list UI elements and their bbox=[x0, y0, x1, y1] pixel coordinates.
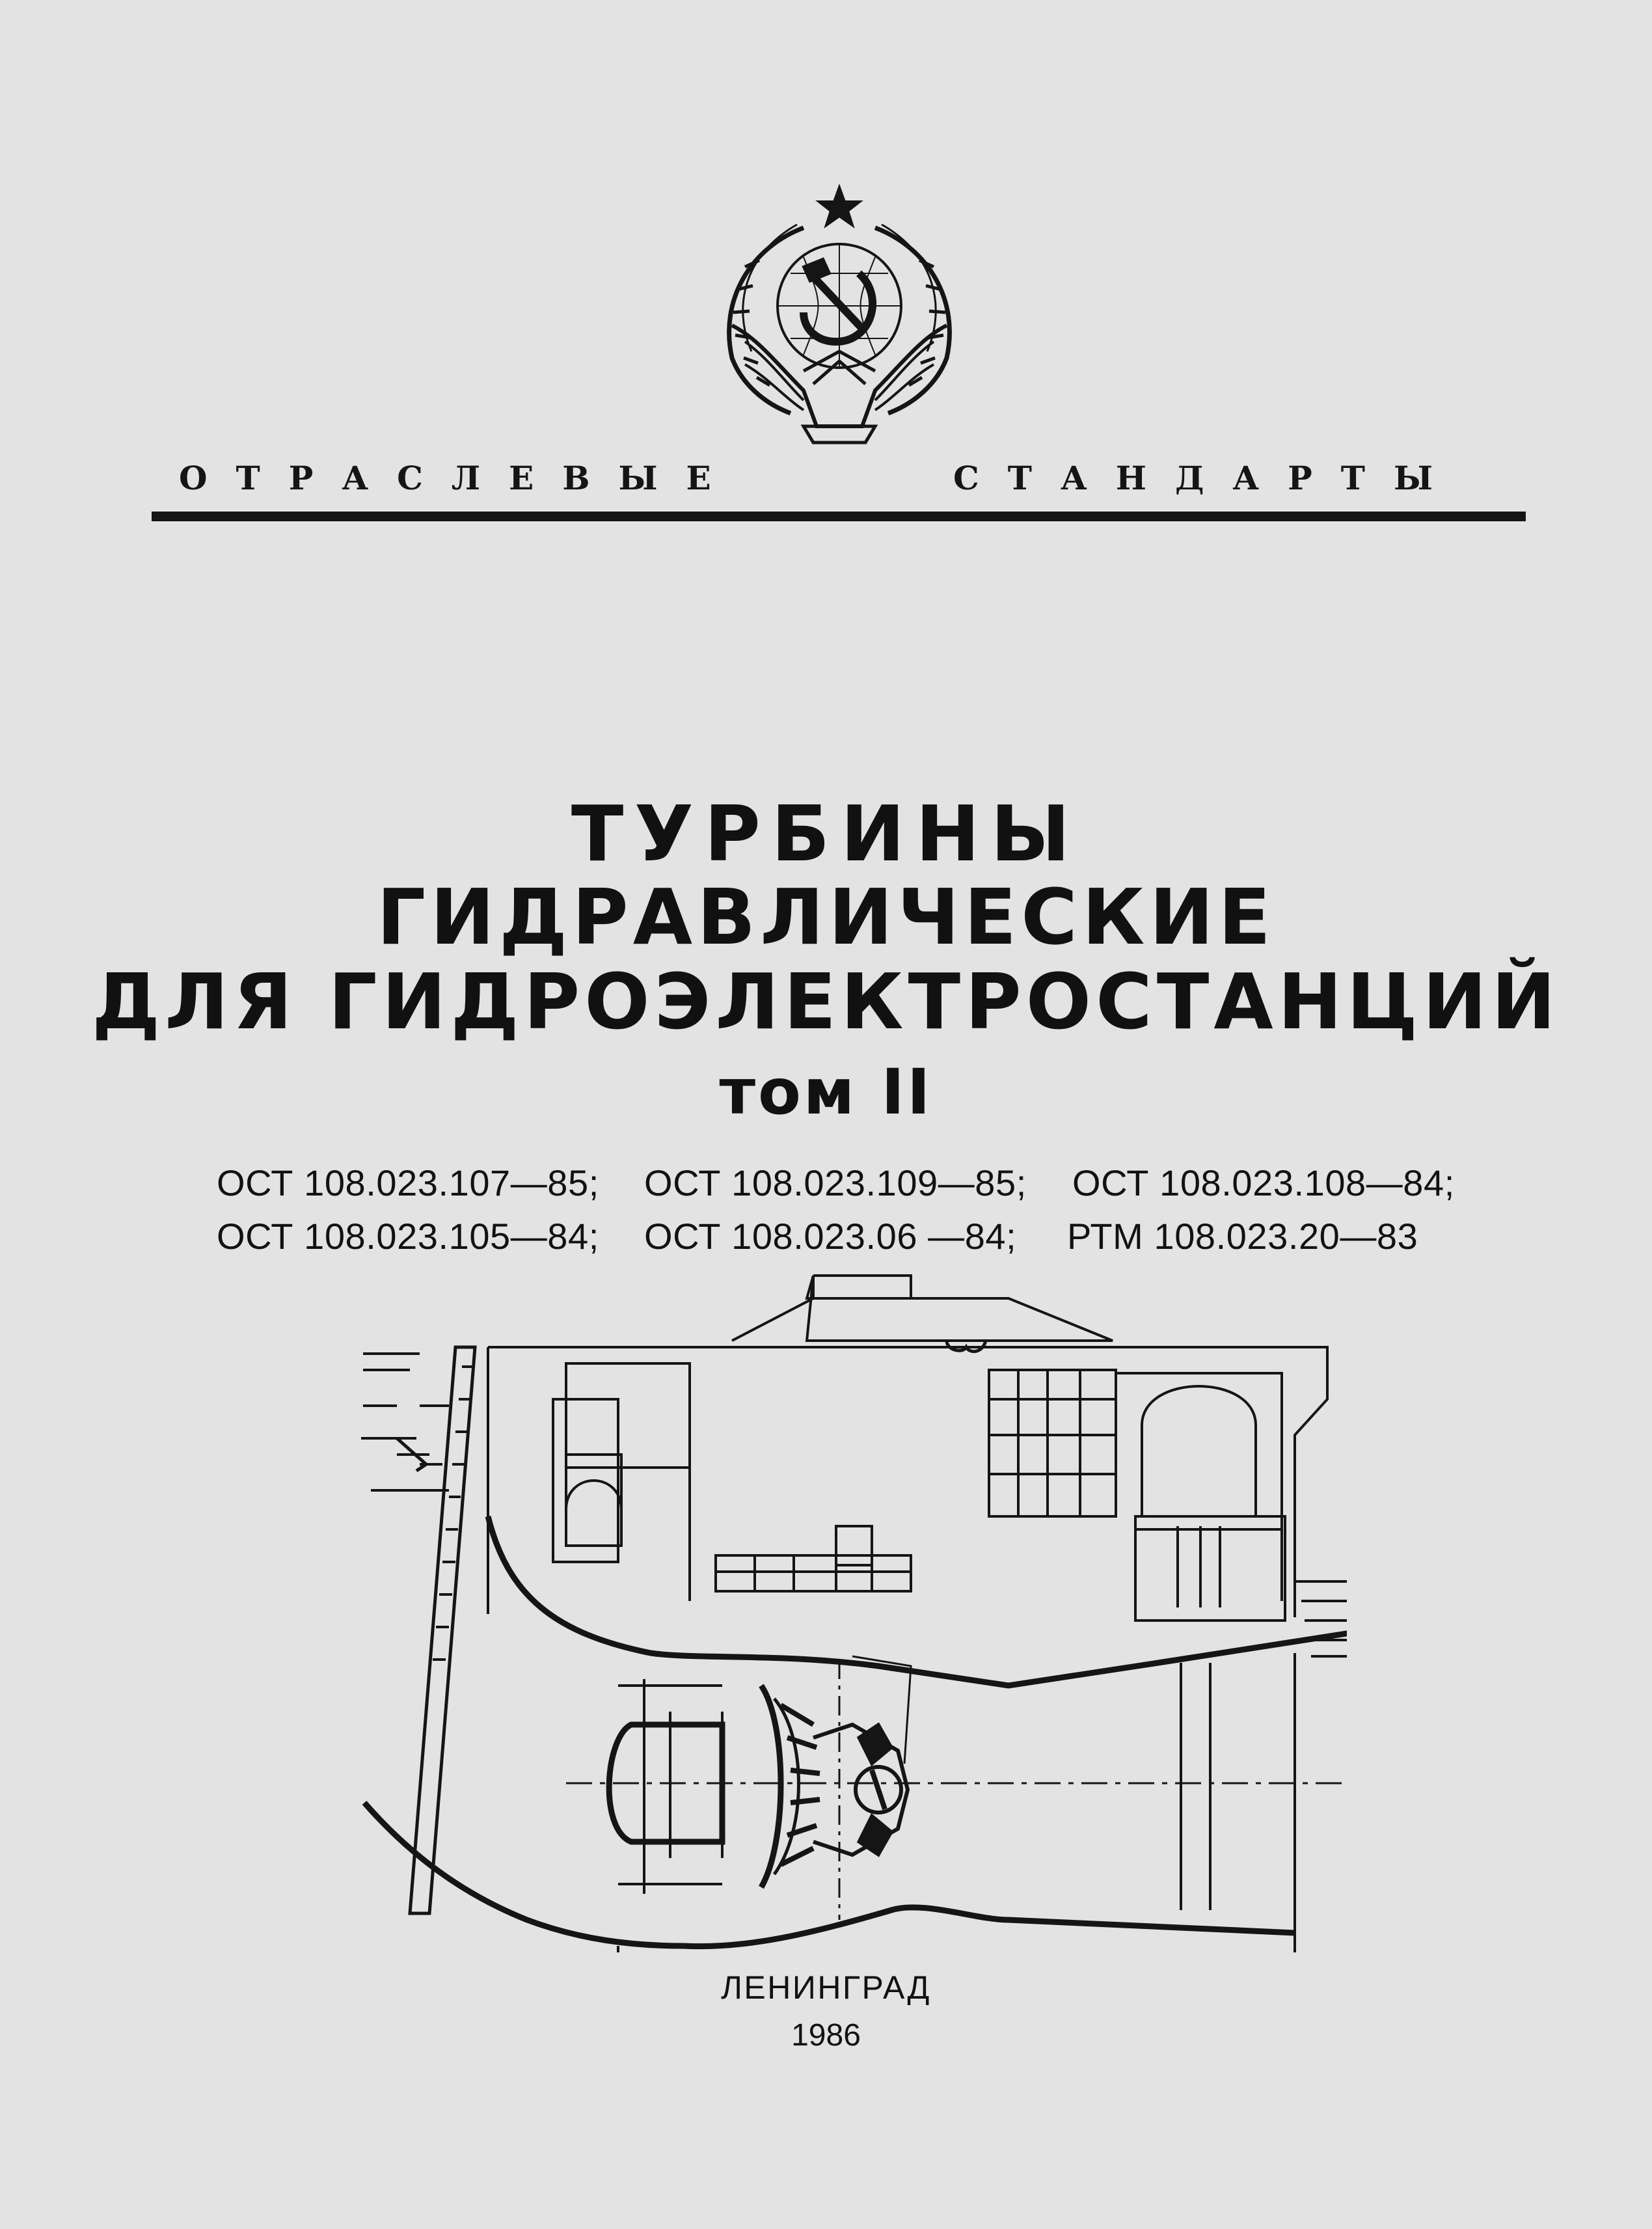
ussr-emblem-icon bbox=[727, 184, 952, 444]
series-label-right: СТАНДАРТЫ bbox=[953, 459, 1462, 497]
standard-code: РТМ 108.023.20—83 bbox=[1067, 1216, 1418, 1257]
title-line-2: ГИДРАВЛИЧЕСКИЕ bbox=[376, 872, 1276, 962]
standard-code: ОСТ 108.023.06 —84; bbox=[644, 1216, 1017, 1257]
standard-code: ОСТ 108.023.105—84; bbox=[217, 1216, 599, 1257]
series-label-left: ОТРАСЛЕВЫЕ bbox=[179, 459, 740, 497]
title-line-3: ДЛЯ ГИДРОЭЛЕКТРОСТАНЦИЙ bbox=[92, 957, 1560, 1046]
standard-code: ОСТ 108.023.109—85; bbox=[644, 1162, 1027, 1203]
volume-label: том II bbox=[719, 1056, 933, 1128]
title-line-1: ТУРБИНЫ bbox=[571, 789, 1081, 879]
header-rule bbox=[152, 512, 1526, 521]
hydro-turbine-section-drawing bbox=[361, 1274, 1347, 1952]
standard-code: ОСТ 108.023.107—85; bbox=[217, 1162, 599, 1203]
standard-code: ОСТ 108.023.108—84; bbox=[1072, 1162, 1455, 1203]
imprint-year: 1986 bbox=[791, 2018, 861, 2053]
imprint-city: ЛЕНИНГРАД bbox=[721, 1969, 931, 2006]
